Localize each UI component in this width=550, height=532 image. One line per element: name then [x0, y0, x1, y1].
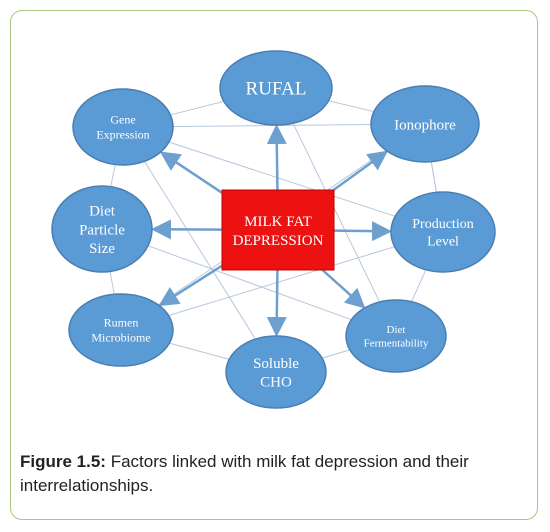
diet-fermentability-ellipse [345, 299, 447, 373]
arrow-to-production-level [333, 221, 393, 242]
production-level-ellipse [390, 191, 496, 273]
factor-diagram: RUFALIonophoreProductionLevelDietFerment… [51, 50, 496, 409]
arrow-to-soluble-cho [266, 269, 287, 338]
diet-particle-size-label-0: Diet [89, 204, 116, 220]
rufal-label-0: RUFAL [246, 79, 307, 100]
factor-nodes: RUFALIonophoreProductionLevelDietFerment… [51, 50, 496, 409]
soluble-cho-ellipse [225, 335, 327, 409]
caption-label: Figure 1.5: [20, 452, 106, 471]
gene-expression-label-1: Expression [96, 128, 149, 142]
rufal-ellipse [219, 50, 333, 126]
ionophore-ellipse [370, 85, 480, 163]
diet-particle-size-label-1: Particle [79, 222, 125, 238]
rumen-microbiome-ellipse [68, 293, 174, 367]
gene-expression-label-0: Gene [110, 113, 135, 127]
diet-particle-size-label-2: Size [89, 241, 115, 257]
center-box [221, 189, 335, 271]
rumen-microbiome-label-0: Rumen [104, 316, 139, 330]
figure-caption: Figure 1.5: Factors linked with milk fat… [20, 450, 525, 498]
influence-arrows [150, 123, 393, 338]
node-rufal: RUFAL [219, 50, 333, 126]
center-node: MILK FAT DEPRESSION [221, 189, 335, 271]
production-level-label-0: Production [412, 217, 473, 232]
center-label-1: DEPRESSION [233, 233, 324, 249]
rumen-microbiome-label-1: Microbiome [91, 331, 150, 345]
arrow-to-rumen-microbiome [158, 264, 223, 307]
soluble-cho-label-0: Soluble [253, 356, 299, 372]
diet-fermentability-label-1: Fermentability [364, 338, 429, 350]
production-level-label-1: Level [427, 235, 459, 250]
link-gene-expression-production-level [122, 126, 444, 233]
ionophore-label-0: Ionophore [394, 117, 456, 133]
diet-fermentability-label-0: Diet [387, 324, 406, 336]
arrow-to-gene-expression [159, 151, 223, 194]
node-ionophore: Ionophore [370, 85, 480, 163]
arrow-to-rufal [266, 123, 287, 191]
arrow-to-diet-fermentability [321, 269, 366, 309]
center-label-0: MILK FAT [244, 214, 312, 230]
caption-text: Factors linked with milk fat depression … [20, 452, 469, 495]
link-rufal-diet-fermentability [275, 87, 397, 337]
gene-expression-ellipse [72, 88, 174, 166]
diet-particle-size-ellipse [51, 185, 153, 273]
link-diet-particle-size-diet-fermentability [101, 228, 397, 337]
link-rumen-microbiome-production-level [120, 231, 444, 331]
arrow-to-ionophore [332, 150, 389, 192]
link-gene-expression-soluble-cho [122, 126, 277, 373]
soluble-cho-label-1: CHO [260, 375, 292, 391]
